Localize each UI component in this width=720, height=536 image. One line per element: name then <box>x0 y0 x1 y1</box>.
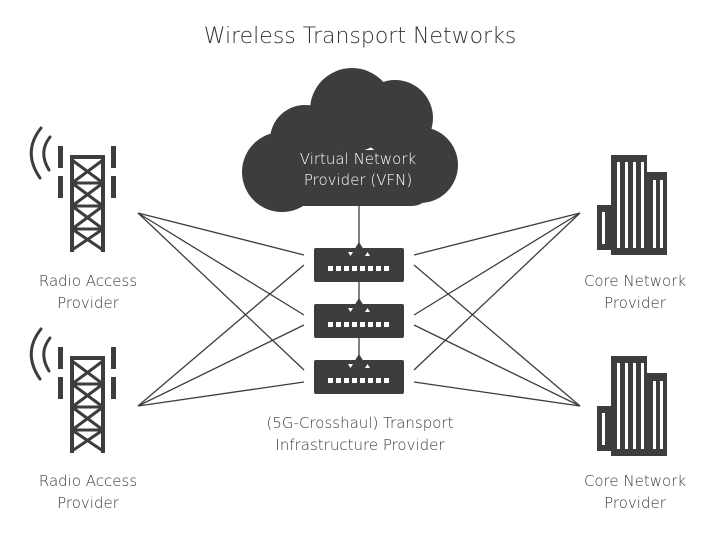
link-core1-switch2 <box>413 212 581 316</box>
link-ran2-switch3 <box>137 381 305 407</box>
connection-lines <box>137 200 581 407</box>
core-network-label-1: Core Network Provider <box>560 270 710 314</box>
transport-label-line1: (5G-Crosshaul) Transport <box>266 414 454 432</box>
link-core2-switch3 <box>413 381 581 407</box>
core-network-1-line1: Core Network <box>583 272 687 290</box>
core-network-label-2: Core Network Provider <box>560 470 710 514</box>
core-network-1-line2: Provider <box>604 294 666 312</box>
cloud-icon <box>242 68 458 212</box>
link-ran1-switch1 <box>137 212 305 256</box>
radio-access-2-line2: Provider <box>57 494 119 512</box>
core-network-2-line1: Core Network <box>583 472 687 490</box>
radio-access-1-line2: Provider <box>57 294 119 312</box>
link-core2-switch1 <box>413 264 581 407</box>
network-switch-icon <box>314 298 404 338</box>
cloud-label-line1: Virtual Network <box>299 150 417 168</box>
radio-access-label-1: Radio Access Provider <box>18 270 158 314</box>
radio-access-1-line1: Radio Access <box>38 272 138 290</box>
transport-label: (5G-Crosshaul) Transport Infrastructure … <box>220 412 500 456</box>
core-network-2-line2: Provider <box>604 494 666 512</box>
radio-tower-icon <box>29 126 116 252</box>
link-ran2-switch2 <box>137 324 305 407</box>
link-ran2-switch1 <box>137 264 305 407</box>
link-ran1-switch3 <box>137 212 305 371</box>
link-core1-switch1 <box>413 212 581 256</box>
network-switch-stack <box>314 242 404 394</box>
link-ran1-switch2 <box>137 212 305 316</box>
transport-label-line2: Infrastructure Provider <box>275 436 445 454</box>
network-switch-icon <box>314 242 404 282</box>
link-core2-switch2 <box>413 324 581 407</box>
cloud-label-line2: Provider (VFN) <box>303 171 413 189</box>
link-core1-switch3 <box>413 212 581 371</box>
radio-access-label-2: Radio Access Provider <box>18 470 158 514</box>
radio-tower-icon <box>29 327 116 453</box>
office-building-icon <box>597 356 667 456</box>
office-building-icon <box>597 155 667 255</box>
network-switch-icon <box>314 354 404 394</box>
diagram-title: Wireless Transport Networks <box>203 24 517 49</box>
cloud-label: Virtual Network Provider (VFN) <box>268 149 448 191</box>
radio-access-2-line1: Radio Access <box>38 472 138 490</box>
